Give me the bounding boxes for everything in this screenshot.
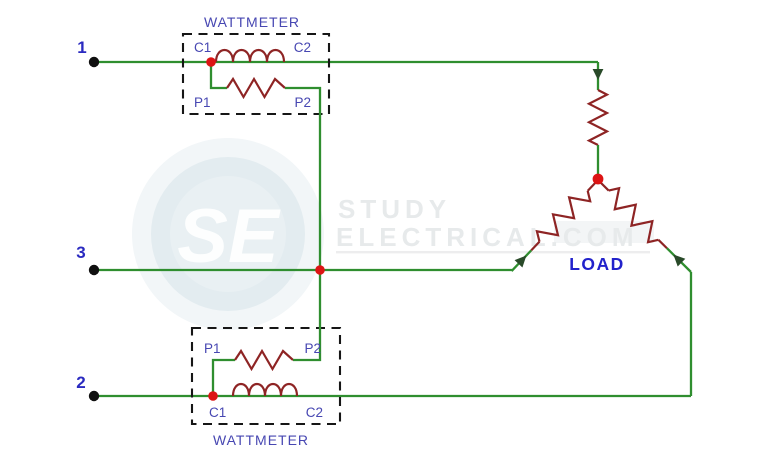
load-resistor-left <box>535 190 592 242</box>
terminal-dot-phase-1 <box>88 56 100 68</box>
wattmeter-2-terminal-p1: P1 <box>204 341 221 356</box>
current-arrow-phase-3-icon <box>514 255 527 268</box>
wattmeter-2-terminal-c1: C1 <box>209 405 226 420</box>
load-resistor-right <box>608 186 659 244</box>
wattmeter-1-terminal-c2: C2 <box>294 40 311 55</box>
wattmeter-2-potential-coil-resistor <box>234 348 294 372</box>
star-point-dot <box>592 173 604 185</box>
watermark-underline <box>336 251 650 254</box>
wattmeter-1-terminal-p2: P2 <box>294 95 311 110</box>
load-label: LOAD <box>569 254 625 274</box>
wattmeter-2: WATTMETER P1 P2 C1 C2 <box>190 270 342 448</box>
watermark-line1: STUDY <box>338 194 451 224</box>
wattmeter-1: WATTMETER C1 C2 P1 P2 <box>181 14 331 270</box>
junction-dot-line-3 <box>315 265 325 275</box>
load-resistor-left-lead-outer <box>530 240 541 252</box>
wattmeter-1-current-coil <box>214 48 286 63</box>
load-resistor-top <box>586 89 610 146</box>
wattmeter-1-potential-lead-right <box>285 86 322 270</box>
wattmeter-1-terminal-c1: C1 <box>194 40 211 55</box>
current-arrow-phase-2-icon <box>673 254 686 267</box>
wattmeter-1-potential-coil-resistor <box>226 76 286 100</box>
phase-3-label: 3 <box>76 243 85 262</box>
load-branch-right <box>597 179 692 273</box>
wattmeter-2-box <box>190 326 342 426</box>
terminal-dot-phase-3 <box>88 264 100 276</box>
watermark-line2: ELECTRICAL.COM <box>336 222 639 252</box>
phase-1-label: 1 <box>77 38 86 57</box>
wattmeter-2-current-coil <box>231 382 299 397</box>
current-arrow-phase-1-icon <box>592 69 604 80</box>
wattmeter-2-potential-lead-right <box>293 270 322 362</box>
watermark-highlight-band <box>554 221 654 243</box>
wattmeter-2-terminal-c2: C2 <box>306 405 323 420</box>
wattmeter-2-terminal-p2: P2 <box>304 341 321 356</box>
wattmeter-1-title: WATTMETER <box>204 14 300 30</box>
terminal-dot-phase-2 <box>88 390 100 402</box>
junction-dot-wattmeter-2-c1 <box>208 391 218 401</box>
junction-dot-wattmeter-1-c1 <box>206 57 216 67</box>
watermark-logo-inner-circle <box>170 176 286 292</box>
wattmeter-2-title: WATTMETER <box>213 432 309 448</box>
phase-2-label: 2 <box>76 373 85 392</box>
watermark-logo-se-icon: SE <box>177 194 281 279</box>
wattmeter-2-potential-lead-left <box>211 358 235 396</box>
wattmeter-1-terminal-p1: P1 <box>194 95 211 110</box>
load-resistor-right-lead-outer <box>657 239 668 250</box>
wattmeter-1-box <box>181 32 331 116</box>
wattmeter-1-potential-lead-left <box>209 62 227 90</box>
watermark: SE STUDY ELECTRICAL.COM <box>132 138 654 330</box>
